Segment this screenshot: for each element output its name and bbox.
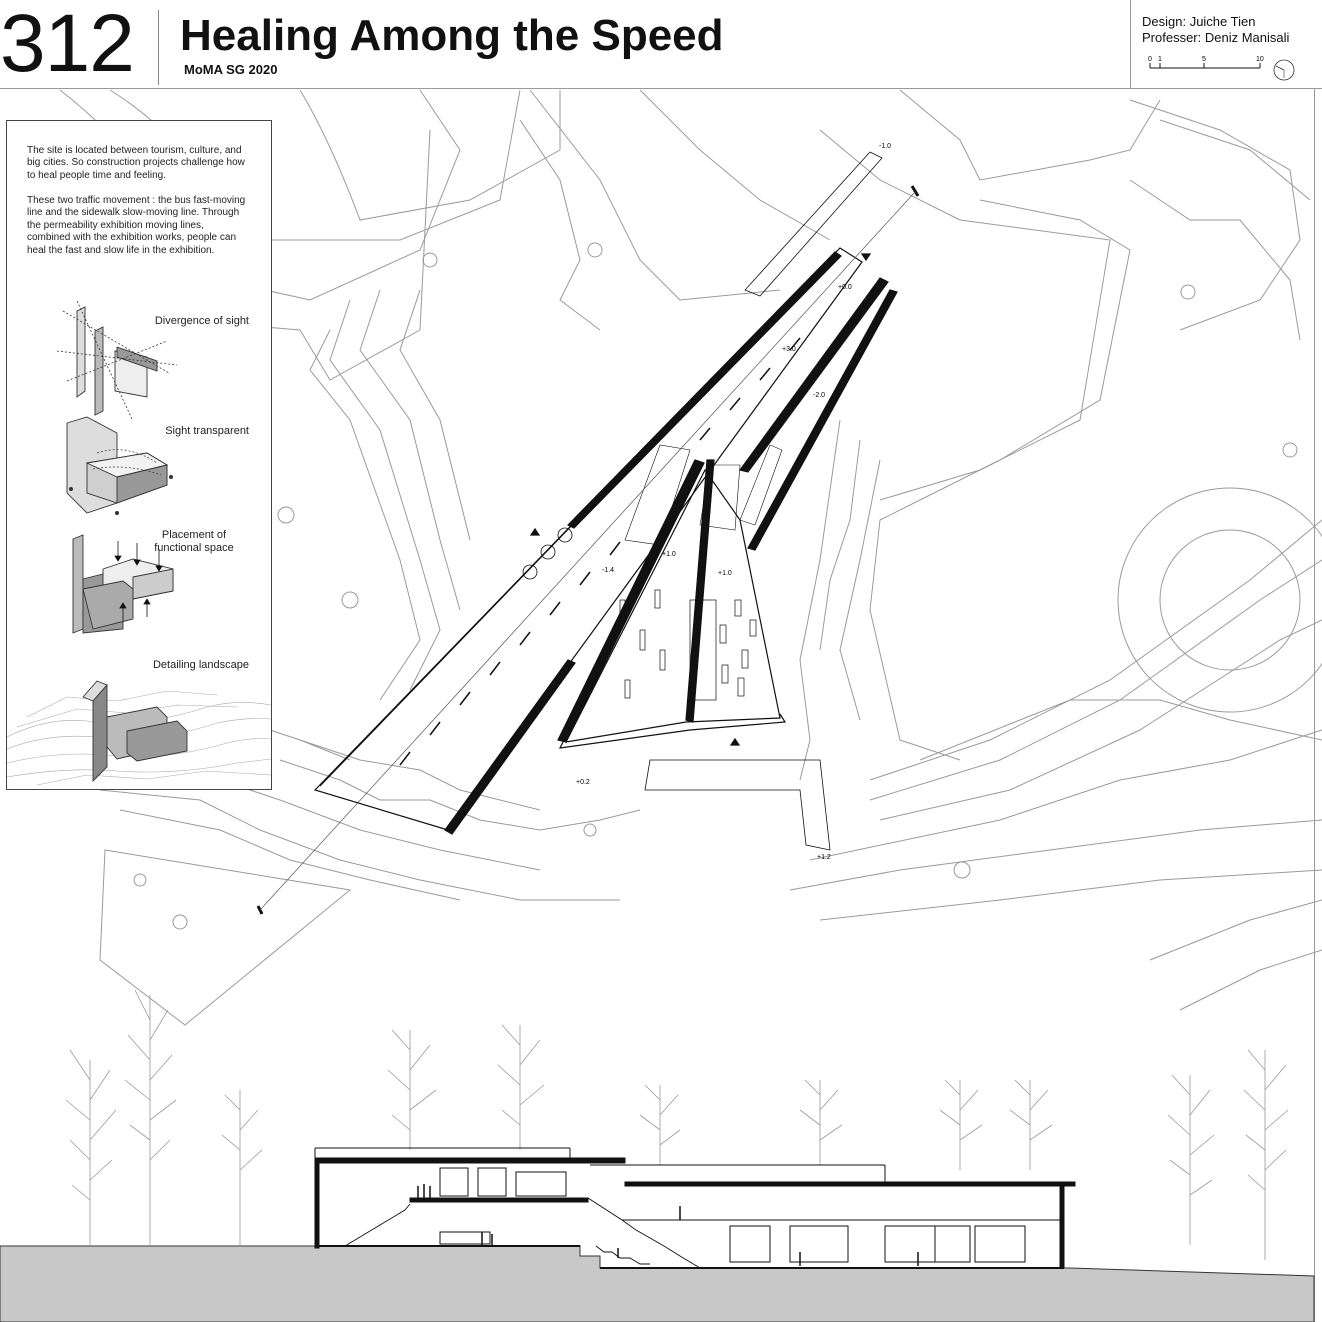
tree [639, 1084, 681, 1165]
ground-section [0, 1245, 1315, 1322]
sheet-number: 312 [0, 0, 135, 89]
scale-label: 10 [1256, 56, 1264, 63]
site-plan: -1.0 +0.0 +3.0 -2.0 +1.0 -1.4 +1.0 +0.2 … [19, 89, 1322, 1026]
tree [497, 1024, 545, 1150]
level-label: -1.4 [602, 567, 614, 574]
scale-bar: 0 1 5 10 [1148, 56, 1264, 69]
title-divider [158, 10, 159, 85]
tree [124, 989, 177, 1245]
scale-label: 5 [1202, 56, 1206, 63]
tree [1009, 1079, 1053, 1170]
tree [1167, 1074, 1215, 1245]
level-label: +1.0 [662, 551, 676, 558]
diagram-label-landscape: Detailing landscape [152, 659, 249, 671]
scale-label: 0 [1148, 56, 1152, 63]
divergence-diagram [57, 301, 178, 420]
level-label: +1.2 [817, 854, 831, 861]
level-labels: -1.0 +0.0 +3.0 -2.0 +1.0 -1.4 +1.0 +0.2 … [576, 143, 891, 861]
level-label: +0.0 [838, 284, 852, 291]
tree [387, 1029, 437, 1150]
placement-diagram [72, 534, 174, 634]
trees [65, 989, 1289, 1260]
header-rule [0, 88, 1322, 89]
landscape-diagram [7, 680, 271, 786]
diagram-label-transparent: Sight transparent [165, 425, 249, 437]
concept-paragraph-2: These two traffic movement : the bus fas… [27, 195, 246, 256]
tree [65, 1049, 117, 1245]
page-title: Healing Among the Speed [180, 11, 724, 60]
north-arrow-icon [1273, 59, 1295, 81]
concept-paragraph-1: The site is located between tourism, cul… [27, 145, 245, 181]
level-label: +0.2 [576, 779, 590, 786]
diagram-label-placement: Placement of functional space [154, 529, 234, 554]
credits-block: Design: Juiche Tien Professer: Deniz Man… [1142, 14, 1289, 46]
scale-label: 1 [1158, 56, 1162, 63]
section-building [314, 1147, 1076, 1269]
tree [799, 1079, 843, 1165]
level-label: -2.0 [813, 392, 825, 399]
diagram-label-divergence: Divergence of sight [154, 315, 249, 327]
tree [1243, 1049, 1289, 1260]
professor-credit: Professer: Deniz Manisali [1142, 30, 1290, 45]
right-frame-line [1314, 88, 1315, 1322]
credits-divider [1130, 0, 1131, 88]
concept-panel: The site is located between tourism, cul… [6, 120, 272, 790]
design-credit: Design: Juiche Tien [1142, 14, 1256, 29]
level-label: +3.0 [782, 346, 796, 353]
contour-lines [19, 89, 1322, 1026]
tree [939, 1079, 983, 1170]
building-plan [256, 151, 920, 915]
building-section [0, 989, 1315, 1322]
tree [221, 1090, 263, 1245]
level-label: +1.0 [718, 570, 732, 577]
level-label: -1.0 [879, 143, 891, 150]
page-subtitle: MoMA SG 2020 [184, 62, 278, 77]
transparent-diagram [66, 416, 173, 515]
